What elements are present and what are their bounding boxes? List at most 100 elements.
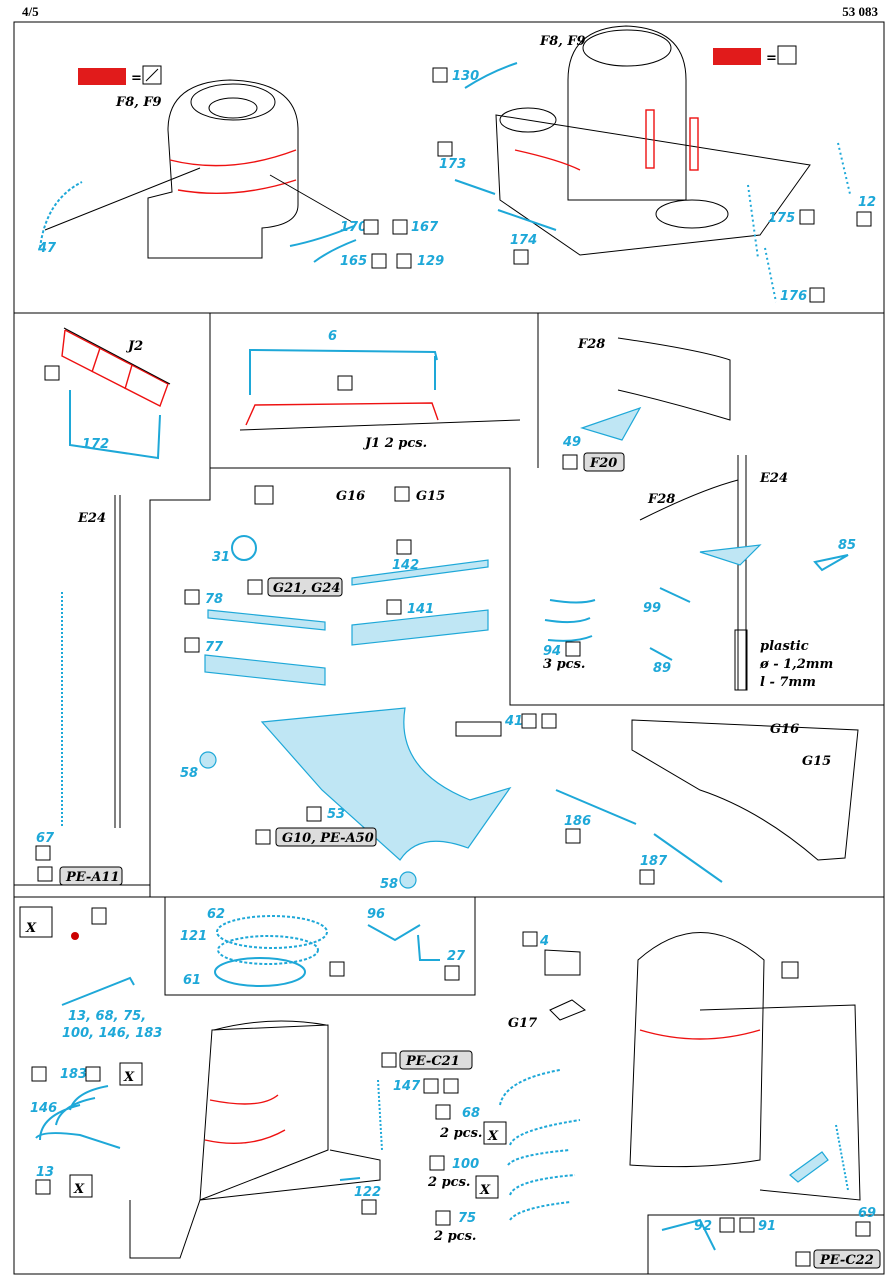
platform-drawing: G16 G15 31 G21, G24 142 78 141 77 58 41 … <box>180 485 557 892</box>
svg-text:142: 142 <box>392 558 419 573</box>
svg-text:49: 49 <box>562 435 581 450</box>
svg-text:92: 92 <box>694 1219 712 1234</box>
svg-text:E24: E24 <box>759 471 788 486</box>
svg-text:2 pcs.: 2 pcs. <box>439 1126 482 1141</box>
svg-text:13: 13 <box>36 1165 54 1180</box>
product-code: 53 083 <box>842 4 878 19</box>
bottom-left-labels: 183 X 146 13 X PE-C21 147 122 <box>30 1050 473 1215</box>
svg-text:X: X <box>25 921 37 936</box>
svg-text:4: 4 <box>539 934 549 949</box>
svg-text:53: 53 <box>327 807 345 822</box>
svg-text:121: 121 <box>180 929 207 944</box>
svg-text:147: 147 <box>393 1079 421 1094</box>
svg-text:G21, G24: G21, G24 <box>273 581 340 596</box>
svg-text:PE-C22: PE-C22 <box>819 1253 874 1268</box>
page-number: 4/5 <box>22 4 39 19</box>
f28-drawing: F28 49 F20 <box>562 337 731 472</box>
svg-text:J2: J2 <box>125 339 143 354</box>
svg-text:100, 146, 183: 100, 146, 183 <box>62 1026 162 1041</box>
svg-text:141: 141 <box>407 602 434 617</box>
svg-text:G16: G16 <box>336 489 365 504</box>
svg-text:F28: F28 <box>647 492 675 507</box>
svg-text:31: 31 <box>212 550 230 565</box>
svg-text:2 pcs.: 2 pcs. <box>427 1175 470 1190</box>
svg-text:68: 68 <box>462 1106 480 1121</box>
svg-text:174: 174 <box>510 233 537 248</box>
svg-text:58: 58 <box>180 766 198 781</box>
svg-text:G15: G15 <box>416 489 445 504</box>
j1-drawing: 6 J1 2 pcs. <box>239 329 521 451</box>
option-x-panel: X 13, 68, 75, 100, 146, 183 <box>19 906 162 1041</box>
svg-text:2 pcs.: 2 pcs. <box>433 1229 476 1244</box>
svg-text:100: 100 <box>452 1157 479 1172</box>
svg-text:130: 130 <box>452 69 479 84</box>
svg-text:75: 75 <box>458 1211 476 1226</box>
page-frame <box>13 21 885 1275</box>
svg-text:13, 68, 75,: 13, 68, 75, <box>68 1009 146 1024</box>
svg-text:183: 183 <box>60 1067 87 1082</box>
svg-text:3 pcs.: 3 pcs. <box>543 657 585 672</box>
red-paint-swatch <box>78 68 126 85</box>
mast-drawing: E24 67 PE-A11 <box>35 495 123 886</box>
svg-text:F28: F28 <box>577 337 605 352</box>
svg-text:12: 12 <box>858 195 876 210</box>
bridge-drawing: F8, F9 = 130 173 174 175 12 176 <box>432 25 876 304</box>
svg-text:62: 62 <box>207 907 225 922</box>
svg-text:167: 167 <box>411 220 439 235</box>
e24-detail-drawing: F28 E24 85 99 94 3 pcs. 89 plastic ø - 1… <box>543 455 856 691</box>
svg-text:85: 85 <box>838 538 856 553</box>
svg-text:94: 94 <box>543 644 561 659</box>
svg-text:170: 170 <box>340 220 367 235</box>
svg-text:E24: E24 <box>77 511 106 526</box>
svg-text:67: 67 <box>36 831 55 846</box>
svg-text:77: 77 <box>205 640 224 655</box>
svg-text:=: = <box>766 51 777 66</box>
svg-text:G10, PE-A50: G10, PE-A50 <box>282 831 374 846</box>
j2-drawing: J2 172 <box>44 327 171 460</box>
svg-text:27: 27 <box>447 949 466 964</box>
label-f8f9: F8, F9 <box>115 95 162 110</box>
svg-text:=: = <box>131 71 142 86</box>
svg-text:96: 96 <box>367 907 385 922</box>
svg-text:41: 41 <box>504 714 523 729</box>
svg-text:F8, F9: F8, F9 <box>539 34 586 49</box>
svg-text:X: X <box>479 1183 491 1198</box>
svg-text:PE-A11: PE-A11 <box>65 870 120 885</box>
svg-text:78: 78 <box>205 592 223 607</box>
svg-text:G15: G15 <box>802 754 831 769</box>
svg-text:122: 122 <box>354 1185 381 1200</box>
svg-text:ø - 1,2mm: ø - 1,2mm <box>759 657 833 672</box>
svg-text:6: 6 <box>328 329 337 344</box>
svg-text:69: 69 <box>858 1206 876 1221</box>
svg-text:89: 89 <box>653 661 671 676</box>
svg-text:176: 176 <box>780 289 807 304</box>
svg-text:58: 58 <box>380 877 398 892</box>
svg-text:F20: F20 <box>589 456 617 471</box>
svg-text:X: X <box>123 1070 135 1085</box>
deck-drawing: G16 G15 186 187 <box>555 719 859 885</box>
svg-text:186: 186 <box>564 814 591 829</box>
svg-text:l - 7mm: l - 7mm <box>760 675 816 690</box>
svg-text:175: 175 <box>768 211 795 226</box>
svg-text:J1 2 pcs.: J1 2 pcs. <box>362 436 427 451</box>
svg-text:G17: G17 <box>508 1016 537 1031</box>
svg-text:99: 99 <box>643 601 661 616</box>
svg-text:plastic: plastic <box>760 639 809 654</box>
svg-text:47: 47 <box>37 241 57 256</box>
svg-text:PE-C21: PE-C21 <box>405 1054 460 1069</box>
svg-text:91: 91 <box>758 1219 776 1234</box>
svg-text:X: X <box>487 1129 499 1144</box>
funnel-right-drawing: 4 G17 68 2 pcs. X 100 2 pcs. X 75 2 pcs.… <box>427 931 881 1269</box>
svg-text:165: 165 <box>340 254 367 269</box>
svg-text:61: 61 <box>183 973 201 988</box>
svg-text:173: 173 <box>439 157 466 172</box>
svg-text:X: X <box>73 1182 85 1197</box>
svg-text:172: 172 <box>82 437 109 452</box>
funnel-bottom-drawing: 62 121 61 96 27 <box>129 907 466 1259</box>
svg-text:187: 187 <box>640 854 668 869</box>
svg-text:129: 129 <box>417 254 444 269</box>
svg-text:G16: G16 <box>770 722 799 737</box>
funnel-left-drawing: = F8, F9 47 170 167 165 129 <box>37 65 444 269</box>
svg-text:146: 146 <box>30 1101 57 1116</box>
